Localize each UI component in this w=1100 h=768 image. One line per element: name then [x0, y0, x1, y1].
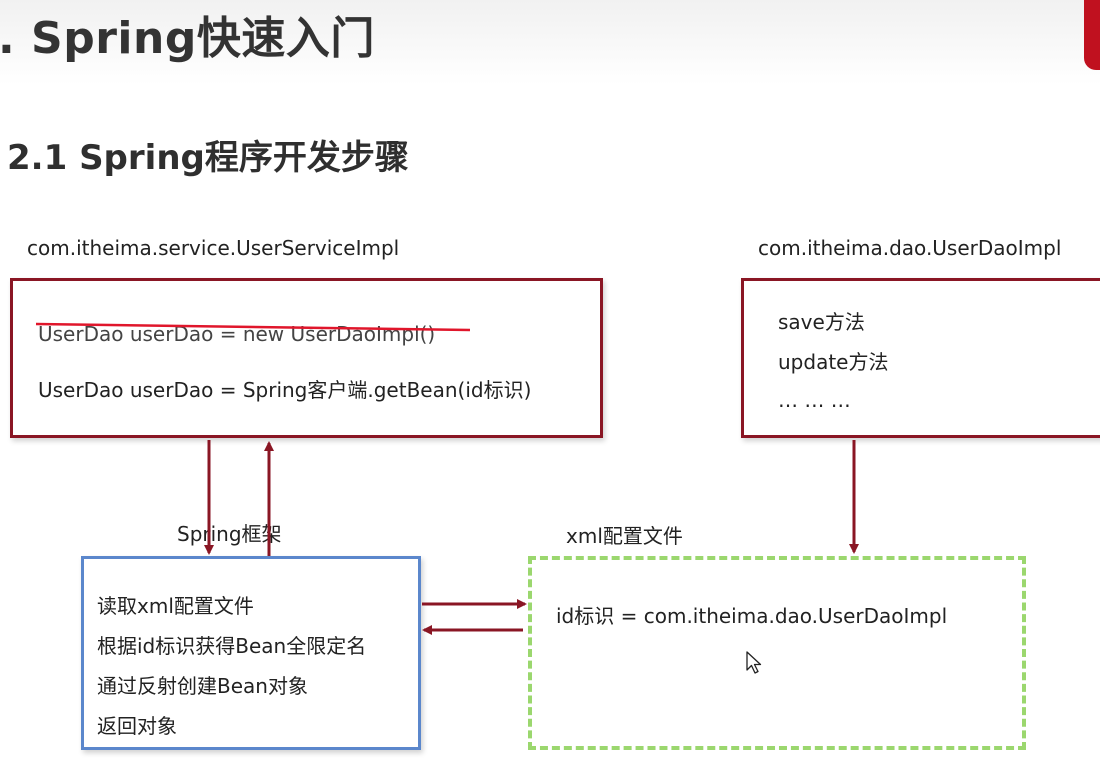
dao-method-more: … … …: [778, 388, 851, 412]
dao-class-label: com.itheima.dao.UserDaoImpl: [758, 236, 1062, 260]
mouse-cursor-icon: [746, 651, 762, 674]
struck-code-line: UserDao userDao = new UserDaoImpl(): [38, 322, 436, 346]
getbean-code-line: UserDao userDao = Spring客户端.getBean(id标识…: [38, 378, 532, 402]
framework-step-3: 通过反射创建Bean对象: [97, 674, 308, 698]
xml-label: xml配置文件: [566, 524, 683, 548]
corner-tab: [1084, 0, 1100, 70]
xml-box: [528, 556, 1026, 750]
xml-mapping-line: id标识 = com.itheima.dao.UserDaoImpl: [556, 604, 948, 628]
section-title: 2.1 Spring程序开发步骤: [7, 138, 409, 178]
header-band: [0, 0, 1100, 85]
dao-method-update: update方法: [778, 350, 889, 374]
service-box: [10, 278, 603, 438]
framework-step-4: 返回对象: [97, 714, 177, 738]
framework-step-2: 根据id标识获得Bean全限定名: [97, 634, 367, 658]
framework-box: [81, 556, 421, 750]
framework-step-1: 读取xml配置文件: [97, 594, 254, 618]
slide-title: . Spring快速入门: [0, 13, 375, 64]
dao-method-save: save方法: [778, 310, 865, 334]
service-class-label: com.itheima.service.UserServiceImpl: [27, 236, 400, 260]
dao-box: [741, 278, 1100, 438]
framework-label: Spring框架: [177, 522, 282, 546]
